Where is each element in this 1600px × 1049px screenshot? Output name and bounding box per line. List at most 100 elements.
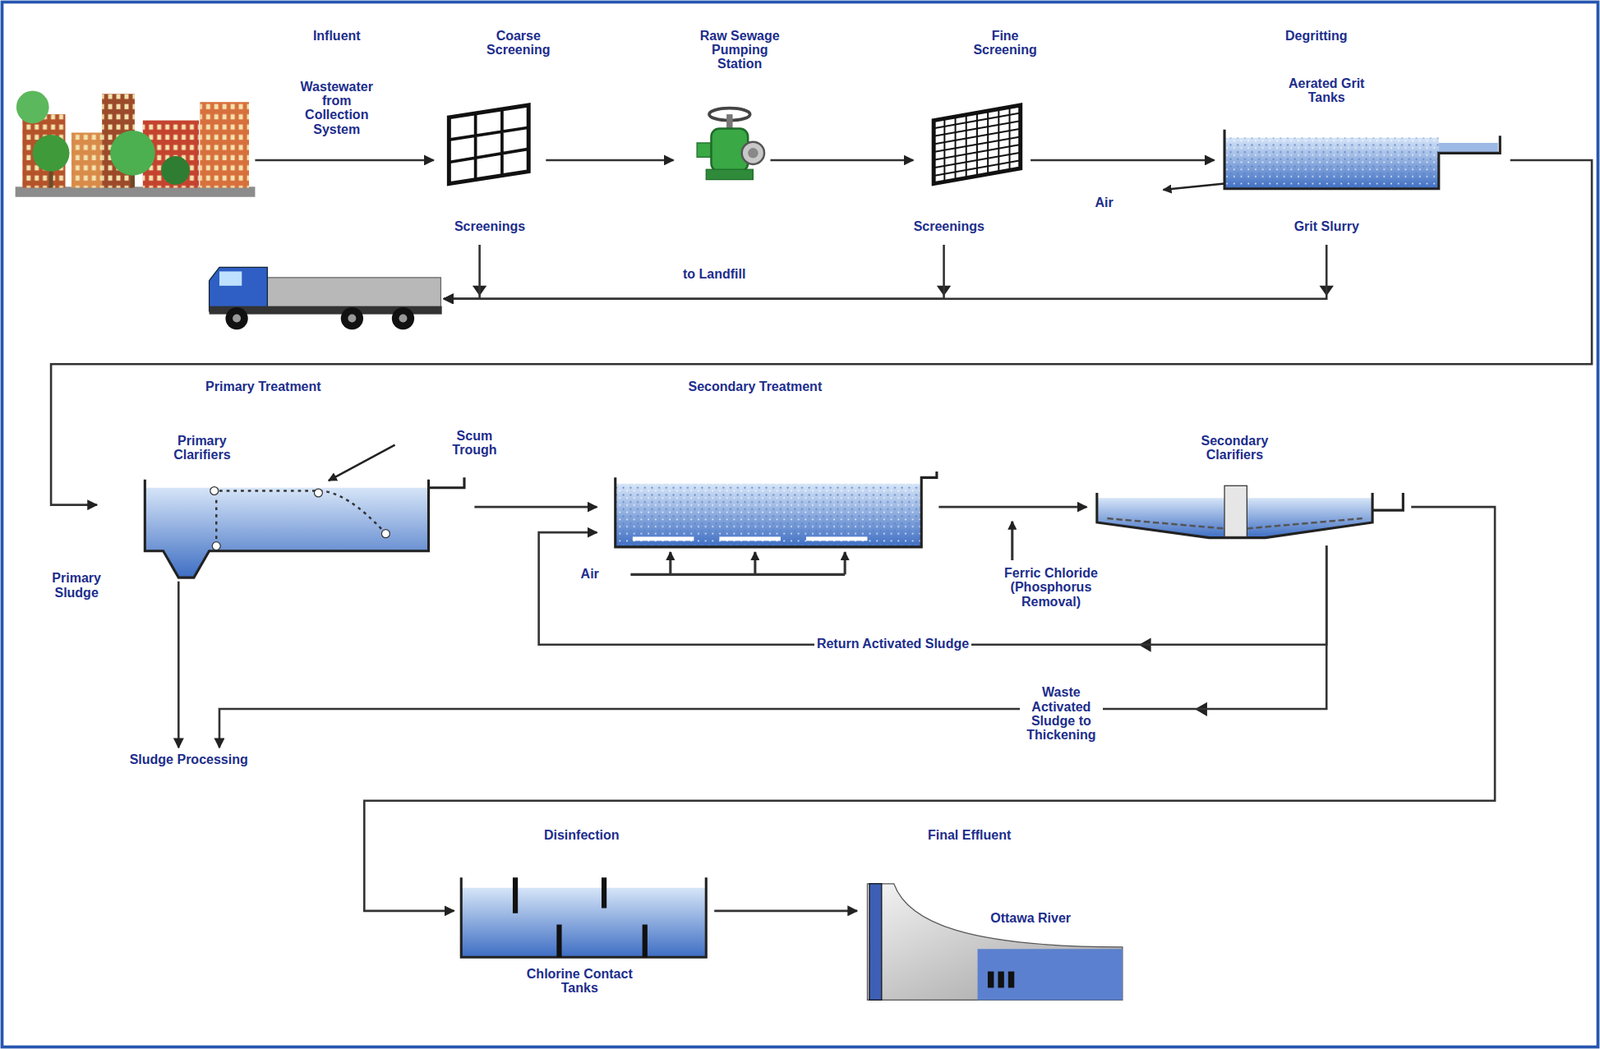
stage-title: Disinfection	[544, 828, 620, 843]
flow-connector	[1030, 159, 1215, 162]
flow-connector	[219, 545, 1327, 748]
stage-label: Aerated Grit Tanks	[1281, 76, 1372, 106]
aeration-tank	[753, 552, 757, 575]
primary-clarifier	[144, 488, 429, 578]
process-stage: Final EffluentOttawa River	[857, 875, 1125, 1003]
river-outfall	[866, 884, 1122, 1001]
pump	[705, 169, 753, 180]
flow-connector	[177, 581, 180, 748]
primary-clarifier	[328, 445, 396, 481]
fine-screen	[933, 160, 1021, 176]
stage-title: Primary Treatment	[205, 379, 322, 394]
process-stage: Primary TreatmentPrimary Clarifiers	[96, 428, 475, 582]
primary-clarifier	[212, 542, 221, 551]
secondary-clarifier	[1097, 493, 1404, 539]
stage-label: Ottawa River	[990, 911, 1071, 926]
aeration-tank	[843, 552, 847, 575]
flow-connector	[254, 159, 434, 162]
stage-label: Grit Slurry	[1294, 219, 1360, 234]
stage-label: Screenings	[913, 219, 985, 234]
grit-tank	[1224, 129, 1500, 190]
aeration-tank	[615, 484, 923, 548]
aeration-tank	[719, 536, 781, 541]
flow-connector	[770, 159, 913, 162]
primary-clarifier	[144, 477, 465, 578]
fine-screen	[933, 144, 1021, 161]
river-outfall	[866, 884, 1122, 1001]
flow-connector	[50, 160, 1592, 506]
stage-title: Final Effluent	[927, 828, 1011, 843]
primary-clarifier	[313, 488, 323, 498]
truck	[391, 307, 415, 330]
chlorine-tank	[461, 888, 706, 958]
flow-connector	[474, 506, 597, 509]
aeration-tank	[1010, 521, 1014, 561]
city-buildings	[71, 132, 102, 188]
stage-title: Raw Sewage Pumping Station	[692, 28, 788, 72]
aeration-tank	[632, 536, 695, 541]
flow-connector	[545, 159, 674, 162]
chlorine-tank	[515, 877, 646, 958]
aeration-tank	[630, 573, 845, 577]
flow-connector	[443, 244, 1327, 300]
flow-connector	[443, 244, 944, 300]
city-buildings	[15, 91, 256, 198]
fine-screen	[933, 136, 1021, 153]
primary-clarifier	[381, 530, 390, 539]
primary-clarifier	[144, 445, 465, 578]
grit-tank	[1224, 138, 1439, 190]
flow-connector	[364, 507, 1495, 912]
process-stage: DegrittingAerated Grit TanksGrit Slurry	[1214, 71, 1511, 245]
grit-tank	[1224, 138, 1439, 190]
flow-label: Primary Sludge	[41, 571, 112, 600]
coarse-screen	[448, 109, 529, 180]
fine-screen	[1009, 106, 1011, 171]
stage-label: Wastewater from Collection System	[293, 79, 380, 137]
flow-connector	[539, 532, 1328, 646]
coarse-screen	[448, 105, 529, 185]
flow-label: to Landfill	[680, 267, 748, 282]
stage-title: Secondary Clarifiers	[1193, 433, 1276, 463]
primary-clarifier	[210, 487, 219, 496]
process-stage: Fine ScreeningScreenings	[912, 96, 1031, 245]
city-buildings	[199, 101, 249, 188]
pump	[742, 142, 765, 165]
stage-label: Primary Clarifiers	[165, 433, 240, 463]
grit-tank	[1163, 184, 1226, 190]
flow-connector	[443, 244, 480, 300]
aeration-tank	[615, 484, 923, 548]
chlorine-tank	[461, 877, 706, 958]
flow-label: Return Activated Sludge	[814, 636, 972, 651]
truck	[225, 307, 248, 330]
process-stage: InfluentWastewater from Collection Syste…	[15, 87, 256, 200]
city-buildings	[161, 156, 190, 185]
fine-screen	[933, 105, 1021, 185]
city-buildings	[71, 132, 102, 188]
river-outfall	[987, 972, 994, 989]
chlorine-tank	[461, 877, 706, 958]
city-buildings	[16, 91, 50, 125]
callout-label: Air	[1092, 195, 1116, 210]
grit-tank	[1438, 142, 1499, 153]
flow-label: Waste Activated Sludge to Thickening	[1019, 685, 1103, 743]
stage-title: Coarse Screening	[470, 28, 566, 58]
process-stage: Sludge Processing	[55, 747, 322, 779]
callout-label: Scum Trough	[442, 428, 506, 458]
river-outfall	[1008, 972, 1015, 989]
truck	[219, 271, 242, 286]
stage-title: Sludge Processing	[129, 752, 249, 767]
stage-title: Secondary Treatment	[687, 379, 822, 394]
stage-label: Chlorine Contact Tanks	[517, 967, 641, 996]
stage-title: Influent	[313, 28, 361, 43]
truck	[347, 314, 356, 323]
process-stage: Secondary Clarifiers	[1086, 484, 1411, 547]
truck	[209, 267, 268, 311]
aeration-tank	[668, 552, 672, 575]
secondary-clarifier	[1097, 485, 1404, 538]
